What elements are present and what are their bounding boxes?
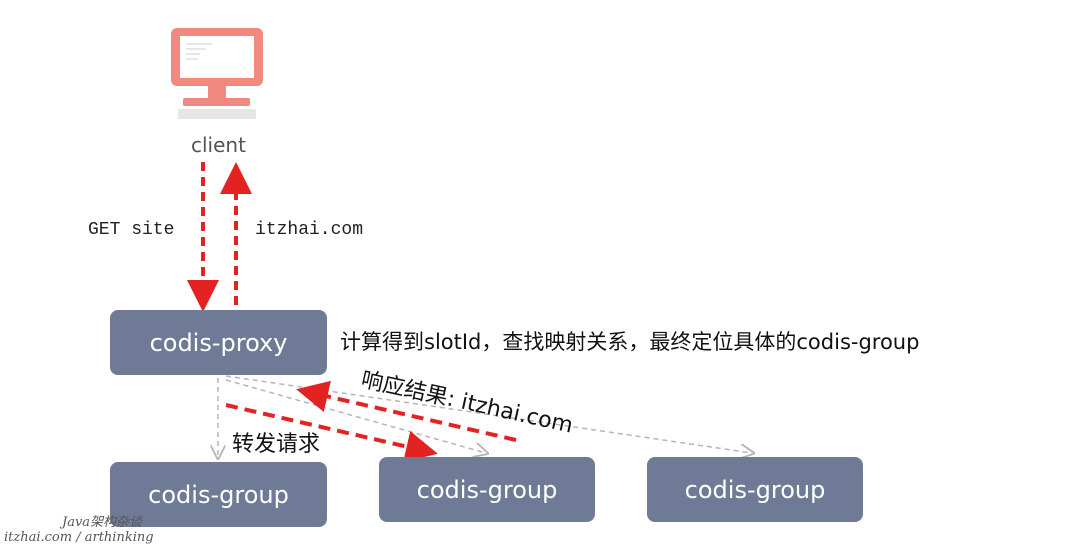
proxy-to-group3-arrow bbox=[225, 375, 752, 453]
proxy-to-group2-arrow bbox=[225, 379, 486, 453]
codis-proxy-node: codis-proxy bbox=[110, 310, 327, 375]
client-label: client bbox=[191, 133, 246, 157]
monitor-icon bbox=[171, 28, 263, 119]
response-label: itzhai.com bbox=[255, 220, 364, 240]
proxy-note: 计算得到slotId，查找映射关系，最终定位具体的codis-group bbox=[340, 330, 920, 354]
response-result-arrow bbox=[296, 380, 517, 442]
codis-group-node-1: codis-group bbox=[110, 462, 327, 527]
response-result-label: 响应结果: itzhai.com bbox=[359, 367, 576, 438]
request-label: GET site bbox=[88, 220, 175, 240]
watermark-line1: Java架构杂谈 bbox=[62, 515, 143, 530]
watermark-line2: itzhai.com / arthinking bbox=[4, 530, 154, 545]
codis-group-node-2: codis-group bbox=[379, 457, 595, 522]
forward-request-label: 转发请求 bbox=[232, 432, 321, 457]
forward-request-arrow bbox=[225, 403, 438, 463]
codis-group-node-3: codis-group bbox=[647, 457, 863, 522]
